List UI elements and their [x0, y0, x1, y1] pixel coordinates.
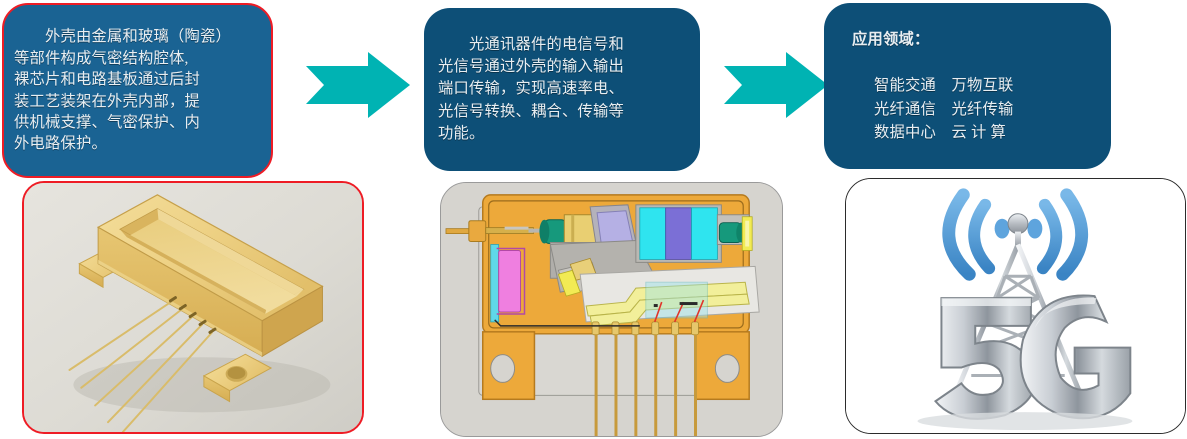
callout-application-fields-heading: 应用领域：: [852, 30, 930, 48]
arrow-right-2: [724, 52, 828, 118]
photo-5g-tower: [845, 178, 1186, 434]
photo-package-cutaway-diagram: [440, 182, 783, 437]
arrow-right-1: [306, 52, 410, 118]
callout-package-structure: 外壳由金属和玻璃（陶瓷） 等部件构成气密结构腔体, 裸芯片和电路基板通过后封 装…: [2, 3, 273, 178]
callout-application-fields: 应用领域： 智能交通 万物互联 光纤通信 光纤传输 数据中心 云 计 算: [824, 3, 1111, 169]
photo-gold-butterfly-housing: [22, 181, 364, 434]
callout-signal-transmission-text: 光通讯器件的电信号和 光信号通过外壳的输入输出 端口传输，实现高速率电、 光信号…: [438, 35, 624, 142]
callout-application-fields-rows: 智能交通 万物互联 光纤通信 光纤传输 数据中心 云 计 算: [874, 77, 1014, 141]
callout-package-structure-text: 外壳由金属和玻璃（陶瓷） 等部件构成气密结构腔体, 裸芯片和电路基板通过后封 装…: [14, 28, 231, 153]
callout-signal-transmission: 光通讯器件的电信号和 光信号通过外壳的输入输出 端口传输，实现高速率电、 光信号…: [424, 8, 700, 171]
